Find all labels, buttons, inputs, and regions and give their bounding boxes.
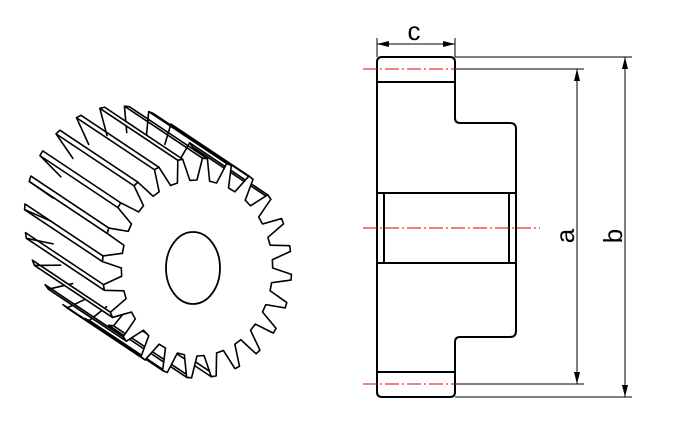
gear-bore-hole bbox=[165, 231, 221, 305]
dim-a-arrow-top bbox=[574, 69, 580, 81]
gear-tooth-back-edge bbox=[24, 208, 52, 222]
dim-c-label: c bbox=[408, 16, 421, 46]
centerlines bbox=[363, 68, 540, 385]
dim-c-arrow-right bbox=[443, 41, 455, 47]
gear-tooth-back-edge bbox=[163, 123, 172, 146]
gear-tooth-back-edge bbox=[179, 142, 191, 160]
gear-tooth-back-edge bbox=[28, 180, 55, 200]
gear-section-view bbox=[376, 56, 517, 398]
gear-tooth-top-face bbox=[75, 114, 160, 171]
gear-tooth-back-edge bbox=[39, 155, 62, 178]
gear-tooth-back-edge bbox=[55, 133, 74, 160]
gear-tooth-back-edge bbox=[75, 117, 90, 146]
dim-a-label: a bbox=[550, 228, 580, 243]
dimension-arrowheads bbox=[377, 41, 628, 397]
dimensions bbox=[376, 38, 632, 398]
gear-tooth-back-edge bbox=[145, 111, 150, 137]
gear-tooth-top-face bbox=[23, 203, 104, 263]
gear-front-face bbox=[101, 157, 293, 379]
gear-tooth-back-edge bbox=[123, 106, 128, 134]
dim-b-arrow-top bbox=[622, 57, 628, 69]
dim-a-arrow-bottom bbox=[574, 372, 580, 384]
gear-isometric-view bbox=[23, 105, 293, 379]
gear-tooth-back-edge bbox=[26, 237, 54, 245]
dim-c-arrow-left bbox=[377, 41, 389, 47]
gear-tooth-top-face bbox=[28, 175, 110, 235]
gear-tooth-top-face bbox=[39, 150, 122, 209]
section-outline bbox=[376, 56, 517, 398]
gear-tooth-back-edge bbox=[99, 108, 108, 137]
dim-b-label: b bbox=[598, 229, 628, 243]
gear-tooth-top-face bbox=[55, 129, 139, 187]
dim-b-arrow-bottom bbox=[622, 385, 628, 397]
